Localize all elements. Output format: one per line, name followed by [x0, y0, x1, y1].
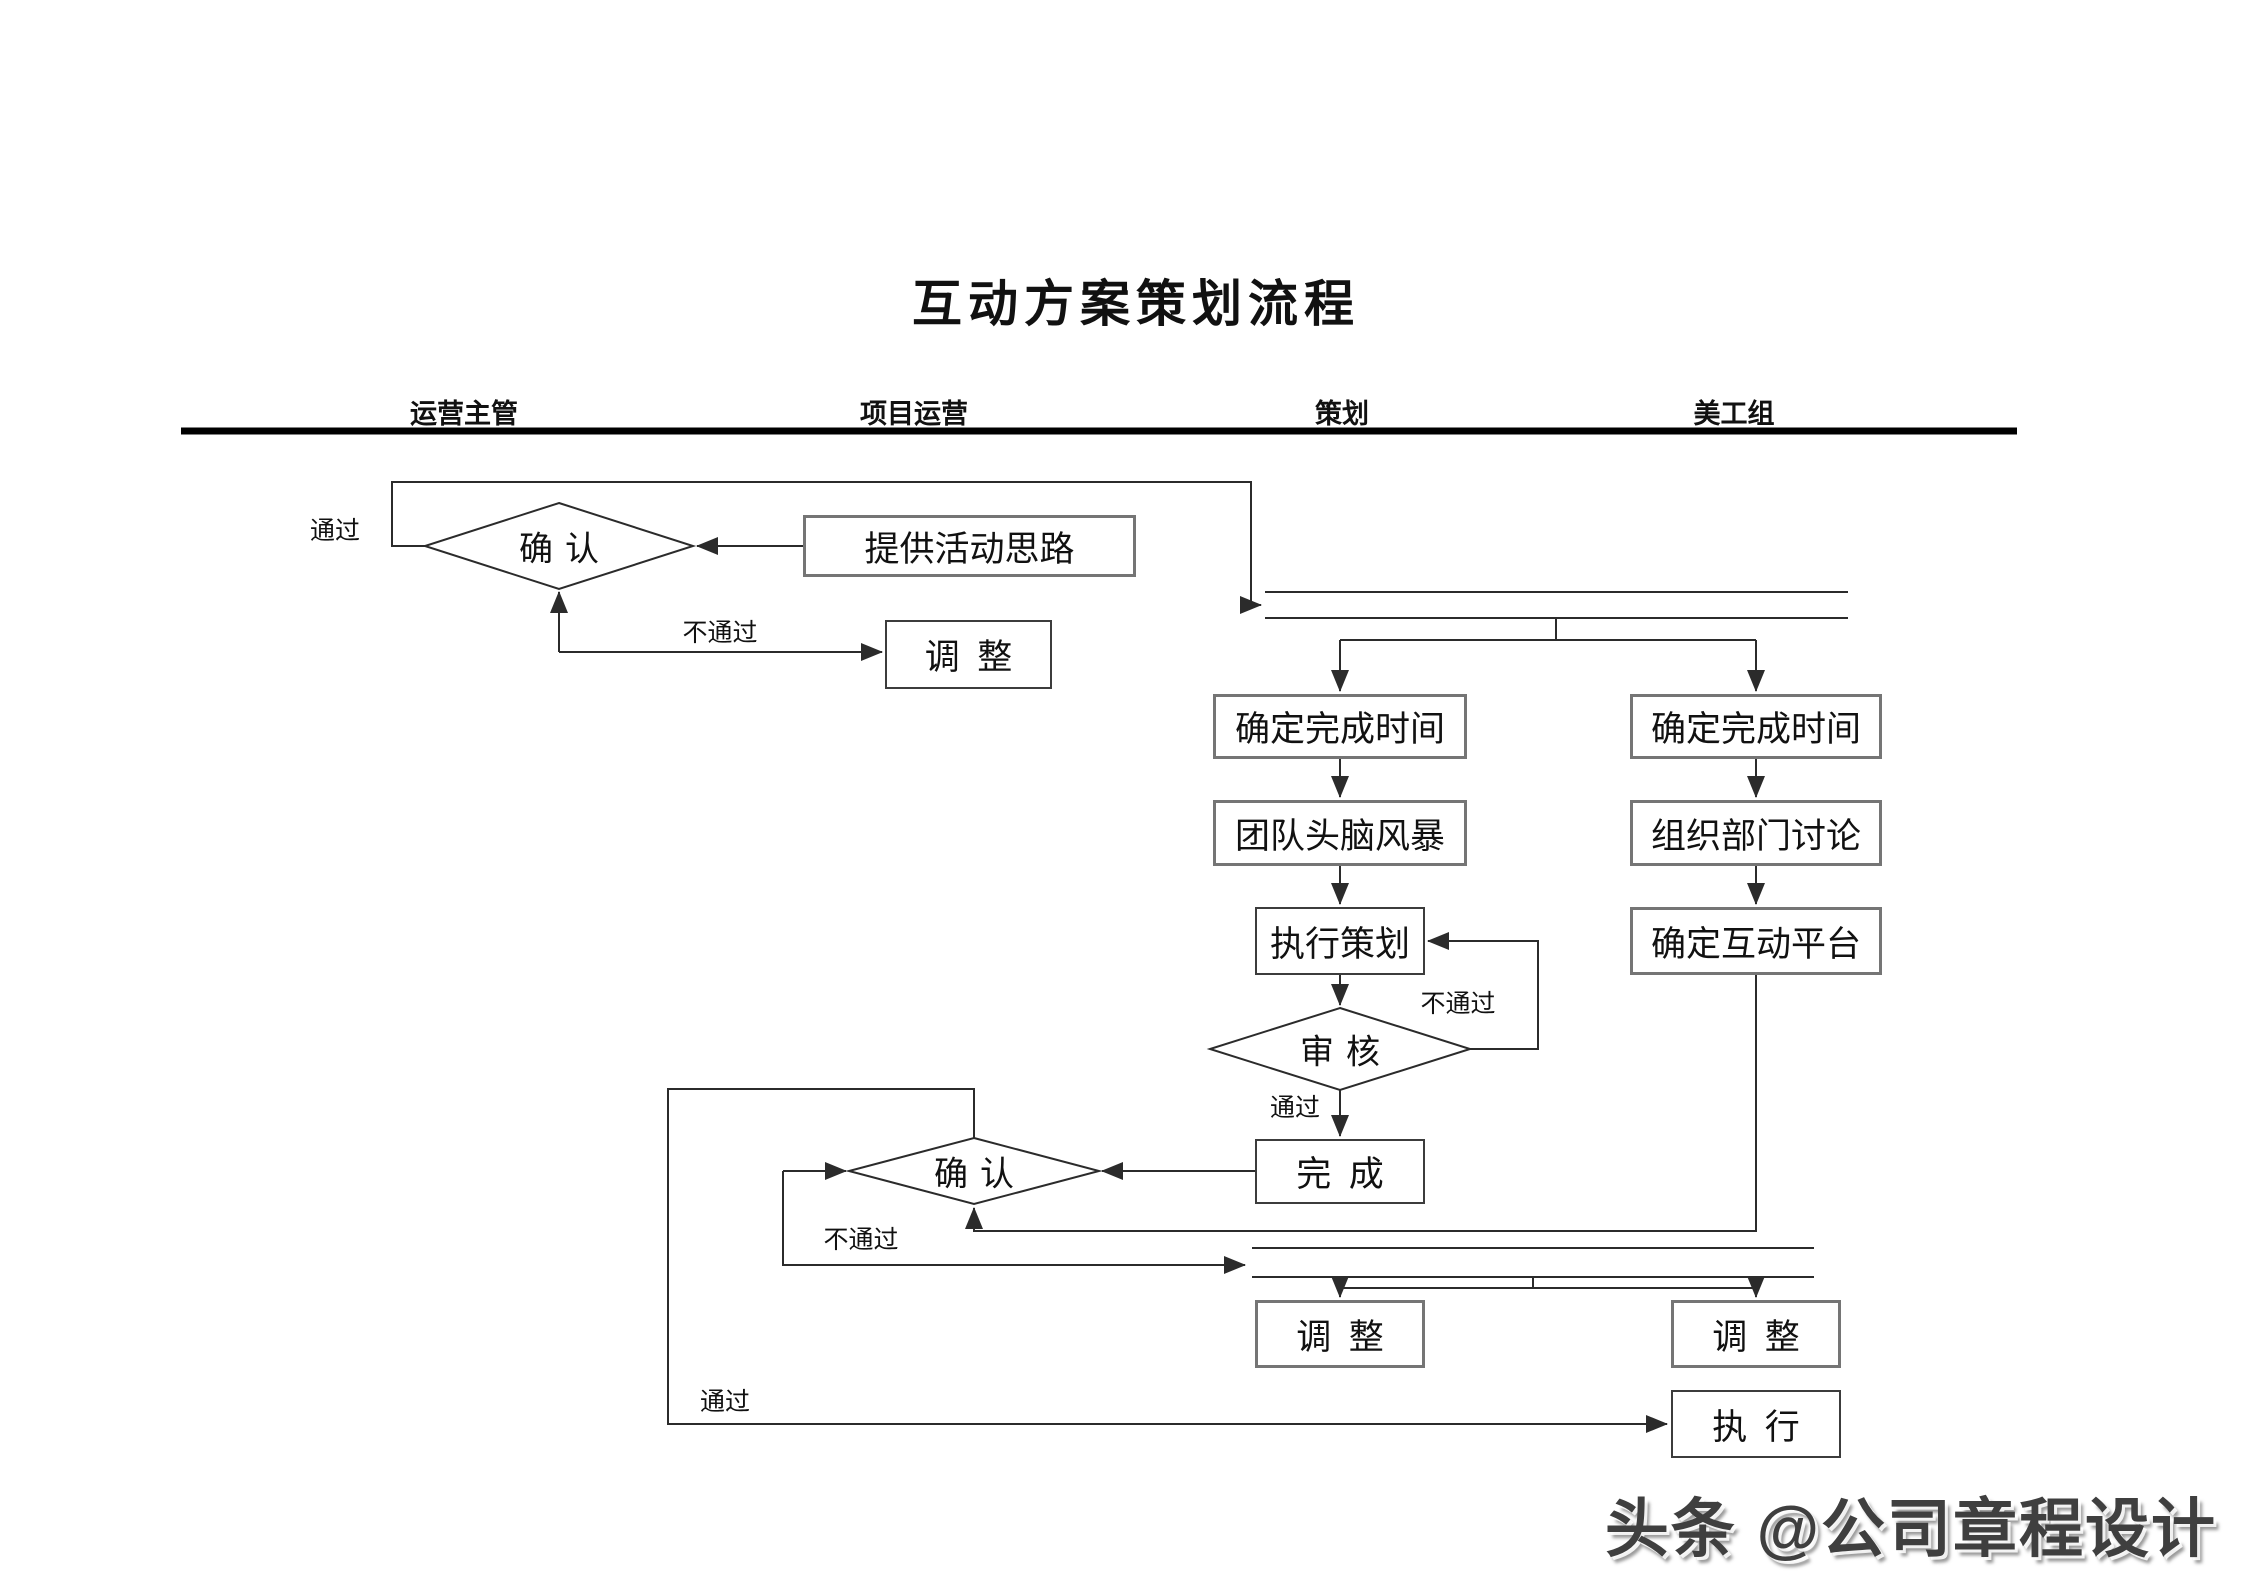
edge-label-fail-1: 不通过: [682, 620, 758, 647]
edge-label-pass-3: 通过: [699, 1389, 751, 1416]
lane-header-planning: 策划: [1315, 399, 1369, 429]
decision-confirm1-shape: [421, 501, 697, 591]
node-adjust-2: 调整: [1255, 1300, 1425, 1368]
node-adjust-3: 调整: [1671, 1300, 1841, 1368]
node-set-completion-time-planning: 确定完成时间: [1213, 694, 1467, 759]
node-execute-planning: 执行策划: [1255, 907, 1425, 975]
lane-header-operations-director: 运营主管: [410, 399, 518, 429]
node-provide-idea: 提供活动思路: [803, 515, 1136, 577]
edge-platform-to-confirm2: [965, 975, 1757, 1232]
decision-review-shape: [1206, 1006, 1474, 1092]
edge-label-pass-1: 通过: [309, 518, 361, 545]
lane-header-project-operations: 项目运营: [860, 399, 968, 429]
node-team-brainstorm: 团队头脑风暴: [1213, 800, 1467, 866]
node-adjust-1: 调整: [885, 620, 1052, 689]
page-title: 互动方案策划流程: [912, 276, 1360, 332]
edge-label-fail-3: 不通过: [823, 1227, 899, 1254]
edge-label-fail-2: 不通过: [1420, 991, 1496, 1018]
edge-confirm2-pass-to-execute: [667, 1088, 1668, 1433]
edge-label-pass-2: 通过: [1269, 1095, 1321, 1122]
edge-confirm1-pass-to-bar1: [391, 481, 1262, 614]
decision-confirm2-shape: [845, 1136, 1103, 1206]
node-set-interaction-platform: 确定互动平台: [1630, 907, 1882, 975]
edge-review-fail-loop: [1427, 932, 1539, 1050]
node-execute: 执行: [1671, 1390, 1841, 1458]
node-done: 完成: [1255, 1139, 1425, 1204]
watermark-text: 头条 @公司章程设计: [1604, 1493, 2217, 1565]
edge-confirm2-fail-to-bar2: [782, 1171, 1246, 1274]
node-set-completion-time-art: 确定完成时间: [1630, 694, 1882, 759]
decision-review-label: 审核: [1300, 1034, 1392, 1072]
decision-confirm1-label: 确认: [519, 531, 611, 569]
lane-header-art-group: 美工组: [1693, 399, 1775, 429]
node-organize-department-discussion: 组织部门讨论: [1630, 800, 1882, 866]
decision-confirm2-label: 确认: [934, 1156, 1026, 1194]
